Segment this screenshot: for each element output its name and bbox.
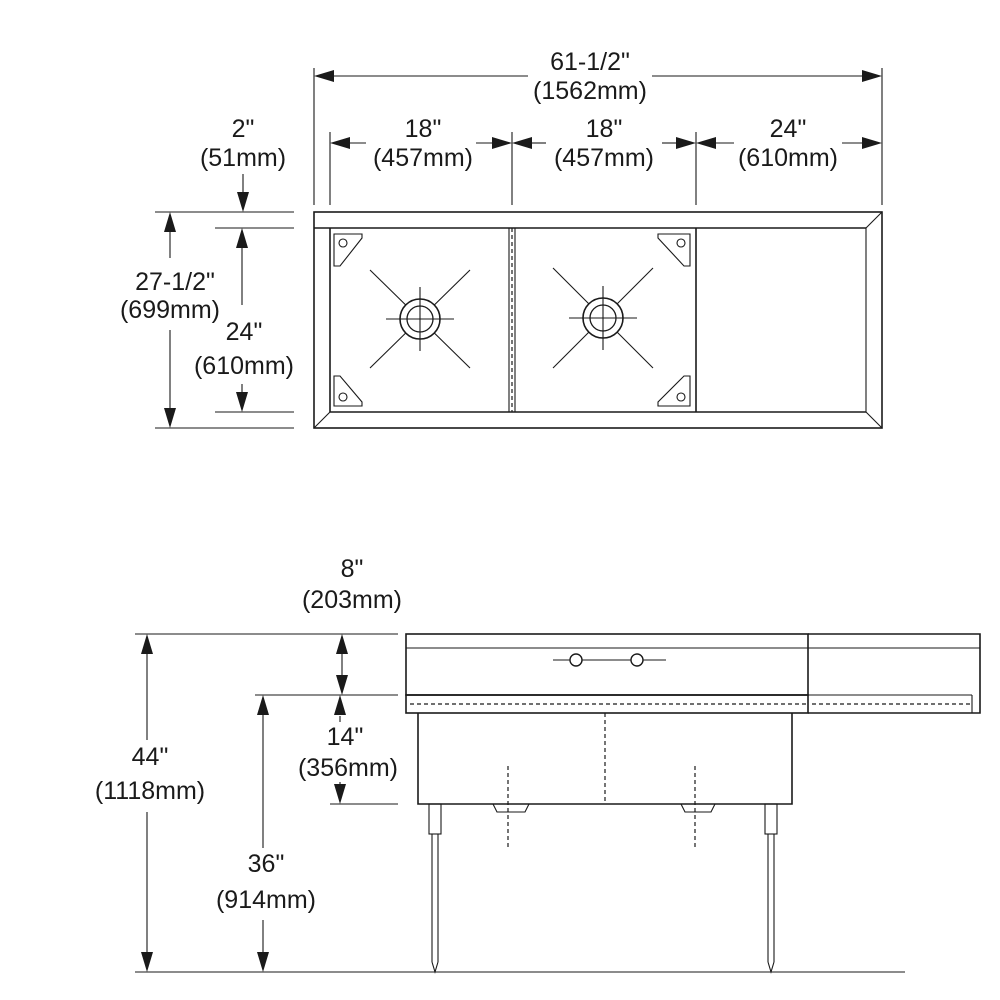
overall-depth-metric: (699mm) [120, 296, 220, 324]
gusset-bowl2-bottom-right [657, 375, 691, 407]
bowl-depth-imperial: 24" [226, 318, 263, 346]
drainboard-width-imperial: 24" [770, 115, 807, 143]
overall-width-metric: (1562mm) [533, 77, 647, 105]
drainboard-front [808, 633, 981, 714]
bowl-2-width-imperial: 18" [586, 115, 623, 143]
left-leg [428, 803, 442, 974]
bowl-depth-dimension: 24" (610mm) [194, 228, 294, 413]
backsplash-height-imperial: 8" [341, 555, 364, 583]
overall-width-dimension: 61-1/2" (1562mm) [313, 48, 883, 205]
bowl-2-width-metric: (457mm) [554, 144, 654, 172]
bowl-height-metric: (356mm) [298, 754, 398, 782]
top-view: 61-1/2" (1562mm) 18" (457mm) 18" (457mm) [120, 48, 883, 429]
rim-height-metric: (914mm) [216, 886, 316, 914]
gusset-bowl1-top-left [333, 233, 363, 267]
bowl-depth-metric: (610mm) [194, 352, 294, 380]
drainboard-width-dimension: 24" (610mm) [696, 115, 882, 172]
front-view: 8" (203mm) 14" (356mm) 44" (1118mm) [95, 555, 981, 974]
rim-height-dimension: 36" (914mm) [216, 695, 316, 972]
corner-gussets [333, 233, 691, 407]
backsplash-depth-dimension: 2" (51mm) [200, 115, 294, 229]
bowl-1-width-dimension: 18" (457mm) [329, 115, 513, 205]
backsplash-depth-imperial: 2" [232, 115, 255, 143]
bowl-1-width-metric: (457mm) [373, 144, 473, 172]
bowl-height-dimension: 14" (356mm) [298, 695, 398, 805]
gusset-bowl1-bottom-left [333, 375, 363, 407]
bowl-1-width-imperial: 18" [405, 115, 442, 143]
backsplash-height-metric: (203mm) [302, 586, 402, 614]
sink-plan-outline [313, 211, 883, 429]
drainboard-width-metric: (610mm) [738, 144, 838, 172]
right-leg [764, 803, 778, 974]
rim-height-imperial: 36" [248, 850, 285, 878]
gusset-bowl2-top-right [657, 233, 691, 267]
backsplash-height-dimension: 8" (203mm) [135, 555, 402, 696]
overall-height-imperial: 44" [132, 743, 169, 771]
faucet-holes [553, 653, 666, 667]
backsplash-depth-metric: (51mm) [200, 144, 286, 172]
bowl-2-drain [552, 267, 654, 369]
overall-height-dimension: 44" (1118mm) [95, 634, 205, 972]
sink-front-body [405, 633, 809, 974]
bowl-2-width-dimension: 18" (457mm) [512, 115, 697, 205]
bowl-height-imperial: 14" [327, 723, 364, 751]
bowl-1-drain [369, 269, 471, 369]
overall-width-imperial: 61-1/2" [550, 48, 630, 76]
overall-depth-imperial: 27-1/2" [135, 268, 215, 296]
overall-height-metric: (1118mm) [95, 777, 205, 805]
overall-depth-dimension: 27-1/2" (699mm) [120, 211, 294, 429]
